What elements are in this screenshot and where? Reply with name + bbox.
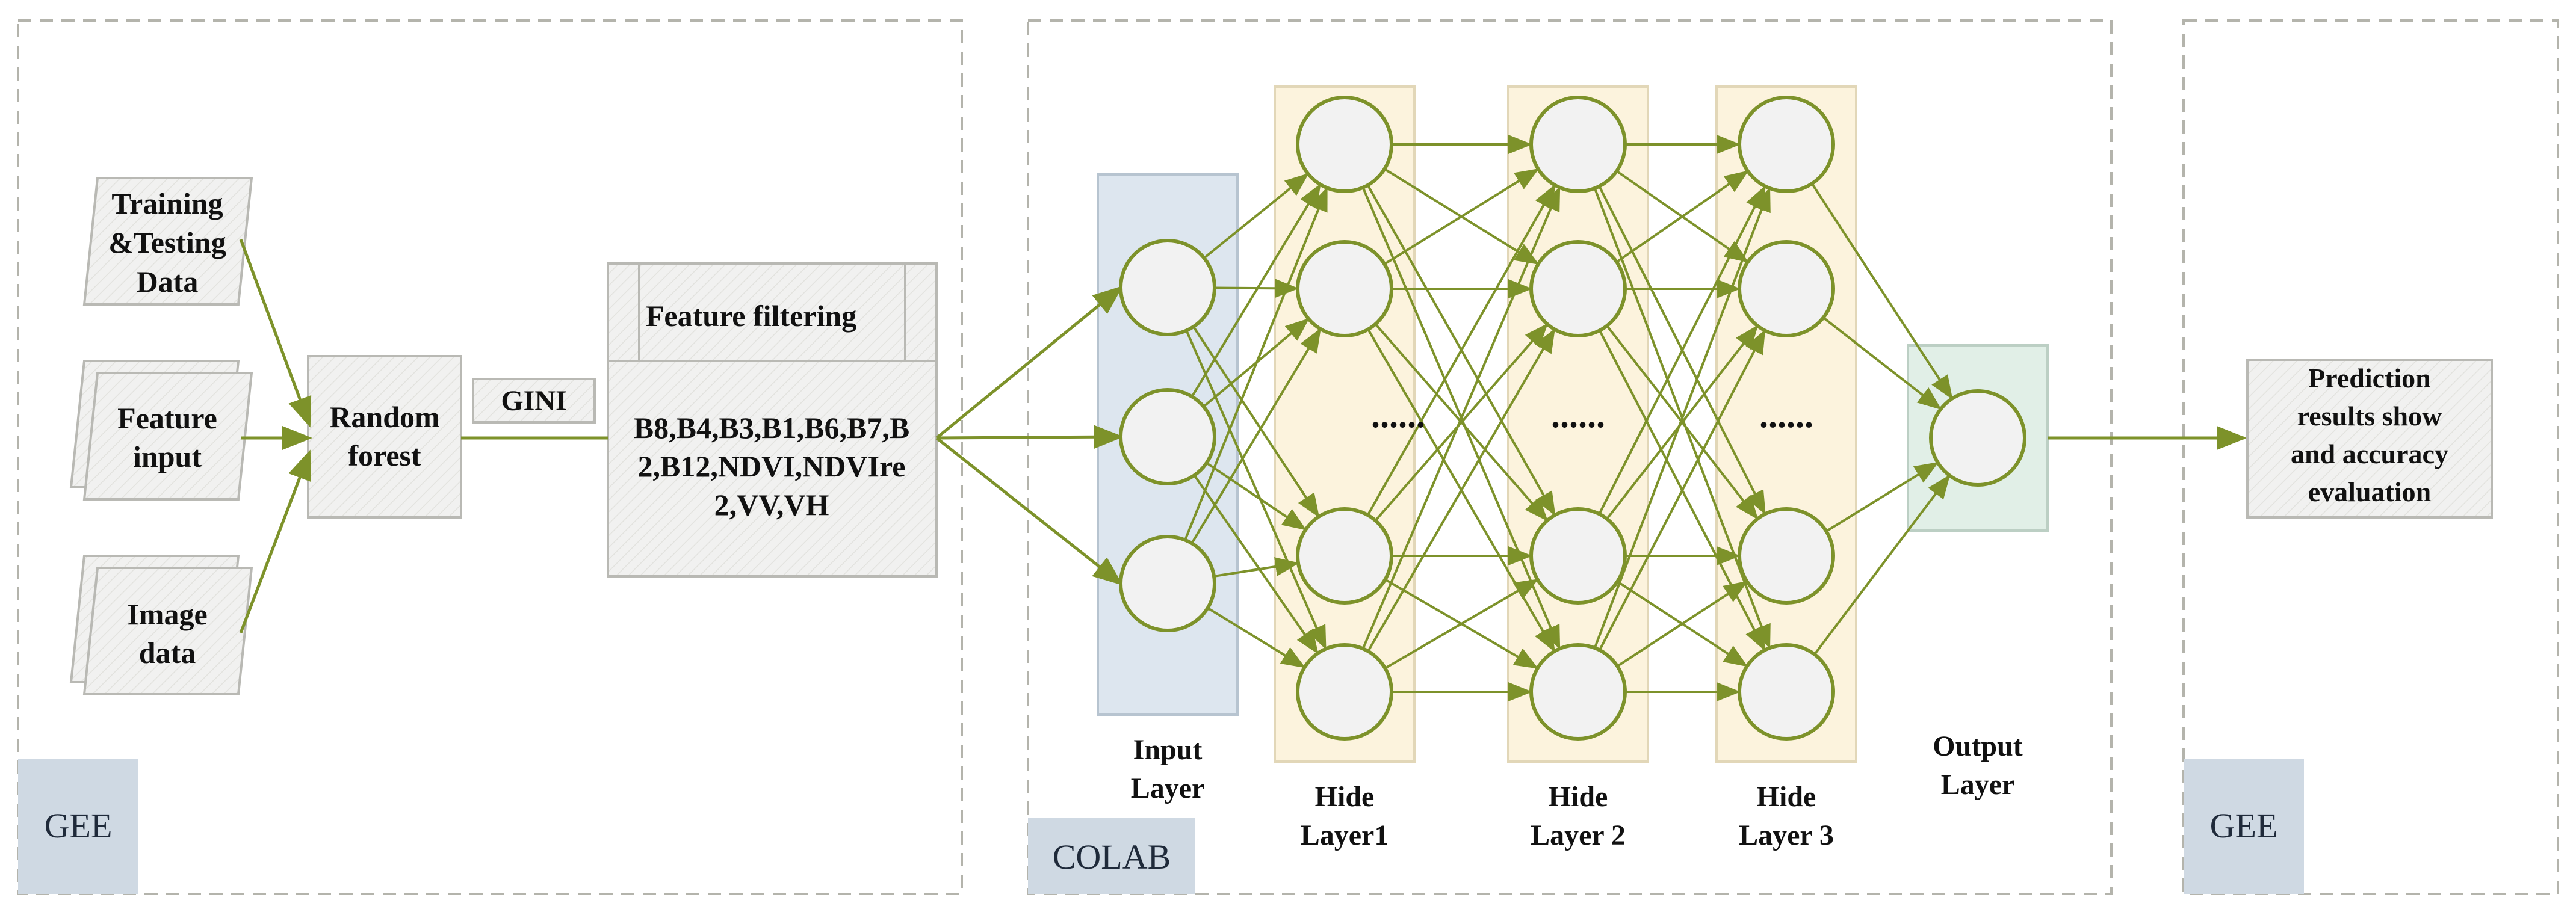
hidden2-node-4 [1529,643,1627,741]
image-data-node: Image data [69,555,253,695]
input-node-2 [1119,388,1216,485]
edge-input-1-to-hidden1-4 [1185,330,1327,650]
edge-hidden2-4-to-hidden3-2 [1599,329,1766,651]
gee-left-tag-bg [18,759,138,894]
input-layer-label-1: Input [1133,734,1203,766]
hidden-2-ellipsis: ...... [1551,395,1605,435]
arrow-training-to-rf [239,239,312,428]
gee-left-tag: GEE [45,806,113,845]
prediction-line-3: and accuracy [2291,439,2448,469]
training-data-line-2: &Testing [108,226,226,259]
input-node-1 [1119,239,1216,336]
arrow-filter-to-input-1 [935,285,1123,439]
hidden-1-ellipsis: ...... [1371,395,1425,435]
prediction-line-1: Prediction [2308,363,2431,393]
feature-list-line-1: B8,B4,B3,B1,B6,B7,B [634,411,909,445]
hidden2-node-2 [1529,240,1627,337]
panel-gee-right: GEE [2182,19,2559,895]
colab-tag: COLAB [1053,837,1171,877]
gini-label: GINI [472,378,596,424]
output-node-1 [1929,389,2026,487]
edge-hidden1-3-to-hidden2-2 [1374,323,1549,522]
random-forest-node: Random forest [307,355,462,519]
hidden3-node-1 [1738,96,1835,193]
feature-input-line-1: Feature [117,401,217,435]
prediction-node: Prediction results show and accuracy eva… [2246,359,2493,519]
edge-hidden2-4-to-hidden3-3 [1617,581,1748,667]
gini-text: GINI [501,385,566,417]
hidden3-node-4 [1738,643,1835,741]
hidden-layer-1-label-2: Layer1 [1301,819,1389,851]
training-data-node: Training &Testing Data [82,177,253,306]
colab-tag-bg [1028,818,1195,894]
edge-input-2-to-hidden1-3 [1206,461,1307,531]
network-edges [1184,135,1953,701]
hidden-layer-2-label-2: Layer 2 [1531,819,1626,851]
edge-input-3-to-hidden1-1 [1184,186,1328,541]
hidden-3-ellipsis: ...... [1759,395,1813,435]
edge-hidden1-3-to-hidden2-1 [1366,184,1556,516]
edge-hidden2-2-to-hidden3-1 [1615,170,1749,263]
network-nodes [1119,96,2026,741]
edge-hidden3-4-to-output-1 [1813,474,1951,655]
edge-hidden1-4-to-hidden2-3 [1384,579,1539,670]
output-layer-label-1: Output [1933,730,2022,762]
prediction-line-2: results show [2297,401,2442,431]
hidden-layer-1-label-1: Hide [1315,781,1375,813]
gee-right-tag: GEE [2210,806,2278,845]
panel-gee-left: GEE [17,19,963,895]
edge-hidden3-2-to-output-1 [1822,316,1942,410]
feature-list-line-2: 2,B12,NDVI,NDVIre [638,449,906,483]
edge-input-1-to-hidden1-1 [1203,173,1309,259]
image-data-line-2: data [139,636,196,670]
arrow-image-to-rf [239,449,311,633]
feature-filtering-node: Feature filtering B8,B4,B3,B1,B6,B7,B 2,… [607,262,938,578]
edge-input-2-to-hidden1-1 [1190,183,1321,398]
hidden-layer-3-label-1: Hide [1757,781,1816,813]
hidden-layer-3-label-2: Layer 3 [1739,819,1834,851]
arrow-filter-to-input-2 [936,425,1124,449]
edge-input-3-to-hidden1-2 [1190,328,1321,544]
feature-input-node: Feature input [69,360,253,501]
edge-hidden1-2-to-hidden2-1 [1384,168,1540,265]
flow-arrows [239,239,2247,633]
random-forest-line-2: forest [348,439,421,472]
edge-hidden1-4-to-hidden2-1 [1361,186,1561,649]
input-node-3 [1119,535,1216,632]
input-layer-label-2: Layer [1131,772,1205,804]
random-forest-line-1: Random [329,400,439,434]
feature-filtering-title: Feature filtering [646,299,856,333]
training-data-line-1: Training [111,186,223,220]
hidden1-node-2 [1296,240,1393,337]
output-layer-label-2: Layer [1941,769,2015,801]
edge-hidden2-3-to-hidden3-2 [1606,324,1759,520]
edge-hidden2-3-to-hidden3-1 [1598,185,1766,515]
hidden3-node-3 [1738,507,1835,605]
arrow-filter-to-input-3 [935,437,1123,586]
hidden3-node-2 [1738,240,1835,337]
hidden1-node-4 [1296,643,1393,741]
gee-right-tag-bg [2184,759,2304,894]
edge-hidden1-4-to-hidden2-2 [1367,328,1555,652]
image-data-line-1: Image [127,597,207,631]
edge-hidden3-1-to-output-1 [1810,183,1953,400]
hidden1-node-3 [1296,507,1393,605]
training-data-line-3: Data [137,265,199,298]
hidden2-node-1 [1529,96,1627,193]
edge-input-3-to-hidden1-3 [1213,557,1299,578]
edge-input-1-to-hidden1-2 [1214,279,1299,298]
feature-list-line-3: 2,VV,VH [714,488,829,522]
hidden1-node-1 [1296,96,1393,193]
hidden2-node-3 [1529,507,1627,605]
feature-input-line-2: input [133,440,202,473]
panel-colab: COLAB [1027,19,2113,895]
edge-hidden3-3-to-output-1 [1825,461,1939,532]
prediction-line-4: evaluation [2308,476,2431,507]
edge-input-3-to-hidden1-4 [1207,606,1306,668]
hidden-layer-2-label-1: Hide [1549,781,1608,813]
